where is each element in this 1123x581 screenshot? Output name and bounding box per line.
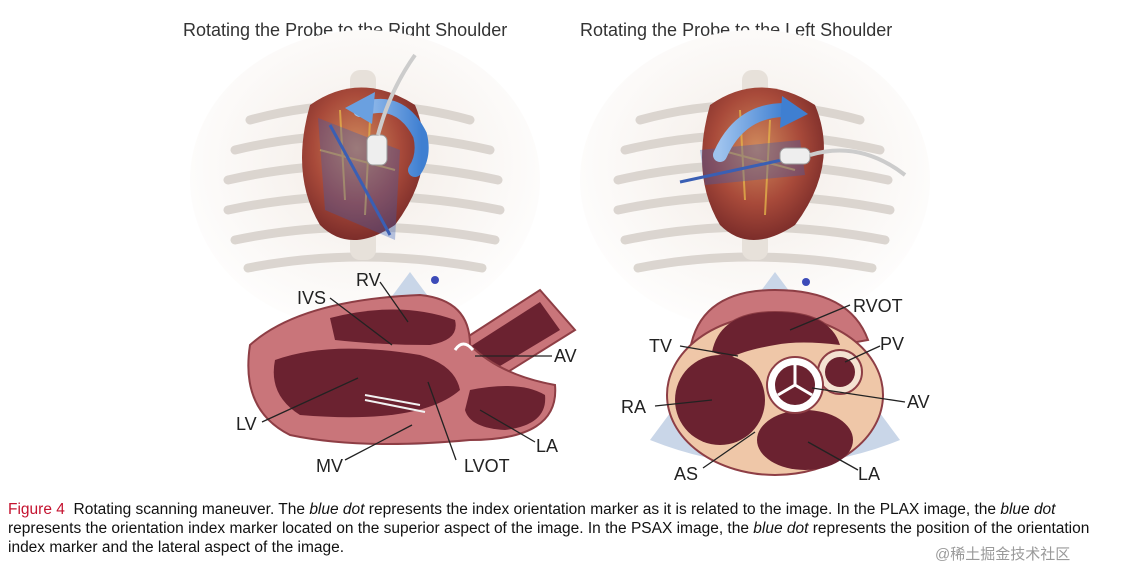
- psax-label-pv: PV: [880, 334, 904, 354]
- figure-illustration: RV IVS AV LV LA MV LVOT RVOT TV: [190, 30, 930, 484]
- caption-text-2: represents the index orientation marker …: [364, 501, 1001, 518]
- psax-diagram: [650, 272, 900, 476]
- psax-label-la: LA: [858, 464, 880, 484]
- left-chest-illustration: [190, 30, 540, 330]
- psax-label-ra: RA: [621, 397, 646, 417]
- watermark: @稀土掘金技术社区: [935, 546, 1071, 563]
- orientation-marker-dot: [431, 276, 439, 284]
- plax-label-lvot: LVOT: [464, 456, 510, 476]
- plax-leader-lines: [261, 281, 552, 461]
- plax-label-rv: RV: [356, 270, 381, 290]
- left-panel-title: Rotating the Probe to the Right Shoulder: [183, 20, 508, 40]
- heart-icon: [302, 87, 424, 240]
- plax-label-av: AV: [554, 346, 577, 366]
- plax-label-la: LA: [536, 436, 558, 456]
- plax-label-mv: MV: [316, 456, 343, 476]
- caption-emphasis-2: blue dot: [1000, 501, 1056, 518]
- plax-label-lv: LV: [236, 414, 257, 434]
- probe-icon: [366, 134, 388, 166]
- figure-label: Figure 4: [8, 501, 65, 518]
- psax-label-av: AV: [907, 392, 930, 412]
- caption-text-3: represents the orientation index marker …: [8, 520, 754, 537]
- right-chest-illustration: [580, 30, 930, 330]
- probe-icon: [779, 147, 811, 165]
- caption-text-4: represents the position of the orientati…: [8, 520, 1090, 556]
- right-panel-title: Rotating the Probe to the Left Shoulder: [580, 20, 893, 40]
- plax-label-ivs: IVS: [297, 288, 326, 308]
- orientation-marker-dot: [802, 278, 810, 286]
- plax-diagram: [247, 272, 577, 445]
- psax-leader-lines: [654, 304, 906, 471]
- rotation-arrow-icon: [713, 103, 792, 162]
- rotation-arrow-icon: [353, 99, 429, 177]
- caption-emphasis-3: blue dot: [753, 520, 809, 537]
- caption-emphasis-1: blue dot: [309, 501, 365, 518]
- figure-caption: Figure 4 Rotating scanning maneuver. The…: [8, 500, 1116, 557]
- psax-label-rvot: RVOT: [853, 296, 903, 316]
- psax-label-as: AS: [674, 464, 698, 484]
- psax-label-tv: TV: [649, 336, 672, 356]
- caption-text-1: Rotating scanning maneuver. The: [73, 501, 310, 518]
